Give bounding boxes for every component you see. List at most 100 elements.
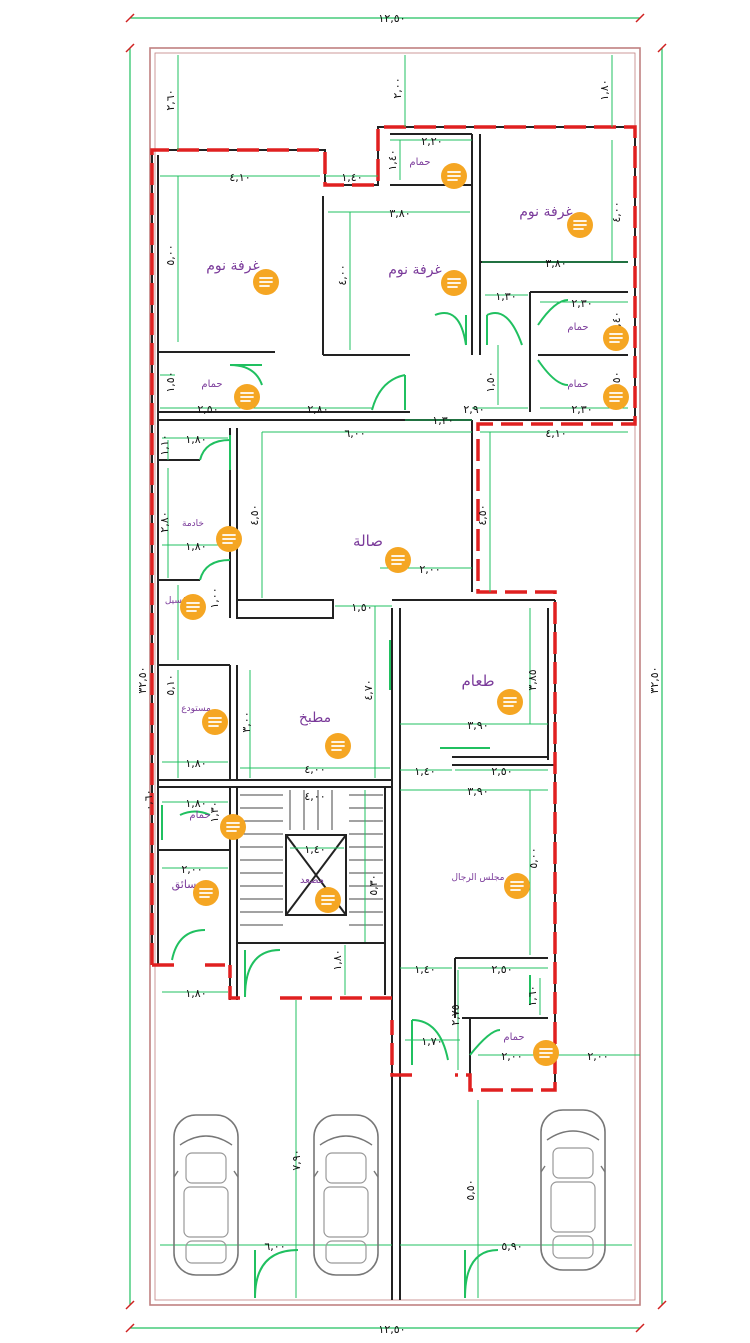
dim-maid-280: ٢,٨٠ [158,511,171,532]
comment-pin-icon[interactable] [602,383,630,411]
dim-bed-right-w: ٣,٨٠ [545,257,566,270]
room-laundry: غسيل [165,596,188,606]
dim-storage-h: ٥,١٠ [164,674,177,695]
comment-pin-icon[interactable] [566,211,594,239]
dim-parking-550: ٥,٥٠ [464,1179,477,1200]
comment-pin-icon[interactable] [440,162,468,190]
comment-pin-icon[interactable] [503,872,531,900]
dim-parking-790: ٧,٩٠ [290,1149,303,1170]
dim-entry-140: ١,٤٠ [414,963,435,976]
dim-left-470: ٤,٧٠ [362,679,375,700]
dim-bath-top-h: ١,٤٠ [386,149,399,170]
dim-stair-180: ١,٨٠ [331,949,344,970]
comment-pin-icon[interactable] [314,886,342,914]
dim-bed-right-h: ٤,٠٠ [610,201,623,222]
dim-total-length-right: ٣٢,٥٠ [648,666,661,693]
dim-corr-right-w: ١,٣٠ [495,290,516,303]
dim-maid-180b: ١,٨٠ [185,540,206,553]
dim-entry-275: ٢,٧٥ [449,1004,462,1025]
dim-bath-r1-w: ٢,٣٠ [571,297,592,310]
dim-dining-w: ٣,٩٠ [467,719,488,732]
dim-corr-150: ١,٥٠ [484,371,497,392]
dim-right-410: ٤,١٠ [545,427,566,440]
dim-hall-h: ٤,٥٠ [248,504,261,525]
car-icon [540,1109,606,1271]
dim-majlis-w: ٣,٩٠ [467,785,488,798]
comment-pin-icon[interactable] [440,269,468,297]
overall-dimension-lines [129,17,663,1329]
dimension-ticks [125,13,667,1333]
dim-elev-140: ١,٤٠ [304,843,325,856]
external-walls-dashed [150,125,637,1092]
dim-majlis-h: ٥,٠٠ [527,847,540,868]
dim-bath-ml-130: ١,٣٠ [208,801,221,822]
comment-pin-icon[interactable] [324,732,352,760]
dim-parking-590: ٥,٩٠ [501,1240,522,1253]
comment-pin-icon[interactable] [384,546,412,574]
comment-pin-icon[interactable] [192,879,220,907]
comment-pin-icon[interactable] [201,708,229,736]
car-icon [173,1114,239,1276]
room-bedroom-middle: غرفة نوم [388,262,442,278]
comment-pin-icon[interactable] [496,688,524,716]
dim-setback-top-right: ١,٨٠ [598,79,611,100]
doors [161,299,569,1299]
comment-pin-icon[interactable] [252,268,280,296]
comment-pin-icon[interactable] [532,1039,560,1067]
room-labels: غرفة نوم غرفة نوم غرفة نوم حمام حمام حما… [165,157,589,1043]
comment-pin-icon[interactable] [219,813,247,841]
dim-entry-170: ١,٧٠ [421,1035,442,1048]
dim-bath-top-w: ٢,٢٠ [421,135,442,148]
dim-setback-top-left: ٢,٦٠ [164,89,177,110]
room-bath-mid-left: حمام [189,810,210,821]
dim-stair-400: ٤,٠٠ [304,790,325,803]
room-bath-right-2: حمام [567,379,588,390]
dim-entry-250: ٢,٥٠ [491,963,512,976]
dim-dining-h: ٣,٨٥ [526,669,539,690]
dim-setback-top-mid: ٢,٠٠ [391,77,404,98]
comment-pin-icon[interactable] [233,383,261,411]
room-driver: سائق [172,878,197,892]
room-bedroom-left: غرفة نوم [206,258,260,274]
dim-bath-r2-w: ٢,٣٠ [571,403,592,416]
room-hall: صالة [353,532,383,550]
dim-kitchen-w: ٤,٠٠ [304,763,325,776]
dim-gap-140: ١,٤٠ [341,171,362,184]
dim-bed-mid-h: ٤,٠٠ [336,264,349,285]
comment-pin-icon[interactable] [179,593,207,621]
room-bedroom-right: غرفة نوم [519,204,573,220]
room-kitchen: مطبخ [299,710,331,726]
dim-bath-left-h: ١,٥٠ [164,371,177,392]
room-bath-bottom: حمام [503,1032,524,1043]
room-bath-left: حمام [201,379,222,390]
comment-pins[interactable] [179,162,630,1067]
dim-parking-600: ٦,٠٠ [264,1240,285,1253]
car-icon [313,1114,379,1276]
dim-bath-ml-180: ١,٨٠ [185,797,206,810]
dim-maid-110: ١,١٠ [158,434,171,455]
dim-storage-w: ١,٨٠ [185,757,206,770]
dim-total-width-bottom: ١٢,٥٠ [378,1323,405,1336]
room-maid: خادمة [182,519,204,529]
dim-right-450: ٤,٥٠ [476,504,489,525]
dim-driver-180: ١,٨٠ [185,987,206,1000]
dim-hall-150: ١,٥٠ [351,601,372,614]
comment-pin-icon[interactable] [215,525,243,553]
dim-bath-b-160: ١,٦٠ [526,985,539,1006]
dim-laundry-100: ١,٠٠ [208,587,221,608]
dim-stair-530: ٥,٣٠ [367,874,380,895]
dim-bed-left-w: ٤,١٠ [229,171,250,184]
room-elevator: مصعد [300,875,324,886]
room-dining: طعام [461,672,494,690]
dim-bed-mid-w: ٣,٨٠ [389,207,410,220]
dim-side-200: ٢,٠٠ [587,1050,608,1063]
dim-bath-b-200: ٢,٠٠ [501,1050,522,1063]
comment-pin-icon[interactable] [602,324,630,352]
dim-corr-280: ٢,٨٠ [307,403,328,416]
room-bath-right-1: حمام [567,322,588,333]
dimension-labels: ١٢,٥٠ ١٢,٥٠ ٣٢,٥٠ ٣٢,٥٠ ٢,٦٠ ٢,٠٠ ١,٨٠ ٤… [136,12,661,1336]
dim-total-width-top: ١٢,٥٠ [378,12,405,25]
dim-maid-180a: ١,٨٠ [185,433,206,446]
dim-bath-left-w: ٢,٥٠ [197,403,218,416]
